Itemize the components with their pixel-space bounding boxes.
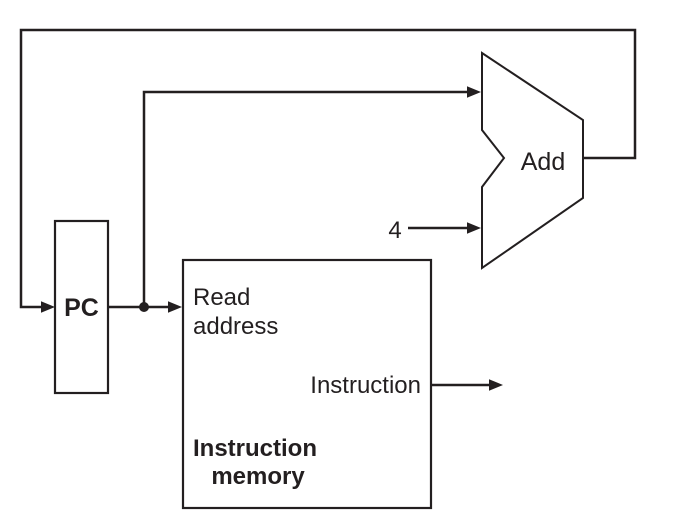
read-address-port-label-line1: Read (193, 284, 250, 311)
adder-label: Add (521, 148, 565, 176)
instruction-memory-title-line2: memory (211, 463, 305, 490)
read-address-port-label-line2: address (193, 313, 278, 340)
arrowhead-into-adder-bottom-icon (467, 222, 481, 234)
constant-four-label: 4 (388, 217, 401, 244)
pc-box (53, 219, 110, 395)
arrowhead-into-pc-icon (41, 301, 55, 313)
wire-pc-branch-to-adder (142, 90, 468, 307)
wire-add-output-feedback (19, 28, 637, 309)
adder-alu-shape (481, 51, 584, 270)
arrowhead-instruction-output-icon (489, 379, 503, 391)
arrowhead-into-read-address-icon (168, 301, 182, 313)
instruction-output-port-label: Instruction (310, 372, 421, 399)
instruction-memory-title-line1: Instruction (193, 435, 317, 462)
pc-label: PC (64, 294, 99, 322)
arrowhead-into-adder-top-icon (467, 86, 481, 98)
instruction-memory-box (181, 258, 433, 510)
